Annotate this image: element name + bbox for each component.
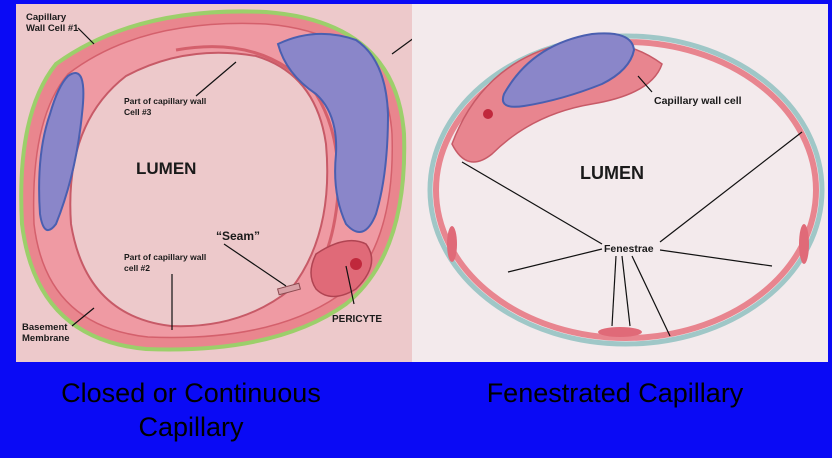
- label-capillary-wall-cell-1-line1: Capillary: [26, 12, 67, 23]
- label-basement-membrane-bottom-line2: Membrane: [22, 333, 70, 344]
- caption-fenestrated-line1: Fenestrated Capillary: [430, 376, 800, 410]
- continuous-capillary-panel: Capillary Wall Cell #1 Part of capillary…: [16, 4, 412, 362]
- label-part-wall-cell-3-line2: Cell #3: [124, 107, 152, 117]
- cell-granule: [483, 109, 493, 119]
- wall-bump-right: [799, 224, 809, 264]
- label-capillary-wall-cell-1-line2: Wall Cell #1: [26, 23, 79, 34]
- caption-continuous-line2: Capillary: [16, 410, 366, 444]
- caption-continuous-capillary: Closed or Continuous Capillary: [16, 376, 366, 444]
- label-capillary-wall-cell: Capillary wall cell: [654, 95, 742, 107]
- pericyte-nucleus: [350, 258, 362, 270]
- fenestrated-capillary-diagram: LUMEN Capillary wall cell Fenestrae: [412, 4, 828, 362]
- fenestrated-capillary-panel: LUMEN Capillary wall cell Fenestrae: [412, 4, 828, 362]
- label-fenestrae: Fenestrae: [604, 243, 654, 255]
- continuous-capillary-diagram: Capillary Wall Cell #1 Part of capillary…: [16, 4, 412, 362]
- caption-fenestrated-capillary: Fenestrated Capillary: [430, 376, 800, 410]
- wall-bump-bottom: [598, 327, 642, 337]
- label-part-wall-cell-2-line2: cell #2: [124, 263, 150, 273]
- label-lumen-right: LUMEN: [580, 163, 644, 183]
- label-part-wall-cell-2-line1: Part of capillary wall: [124, 252, 206, 262]
- label-pericyte: PERICYTE: [332, 314, 382, 325]
- label-lumen-left: LUMEN: [136, 159, 196, 178]
- label-part-wall-cell-3-line1: Part of capillary wall: [124, 96, 206, 106]
- label-seam: “Seam”: [216, 229, 260, 243]
- wall-bump-left: [447, 226, 457, 262]
- label-basement-membrane-bottom-line1: Basement: [22, 322, 68, 333]
- caption-continuous-line1: Closed or Continuous: [16, 376, 366, 410]
